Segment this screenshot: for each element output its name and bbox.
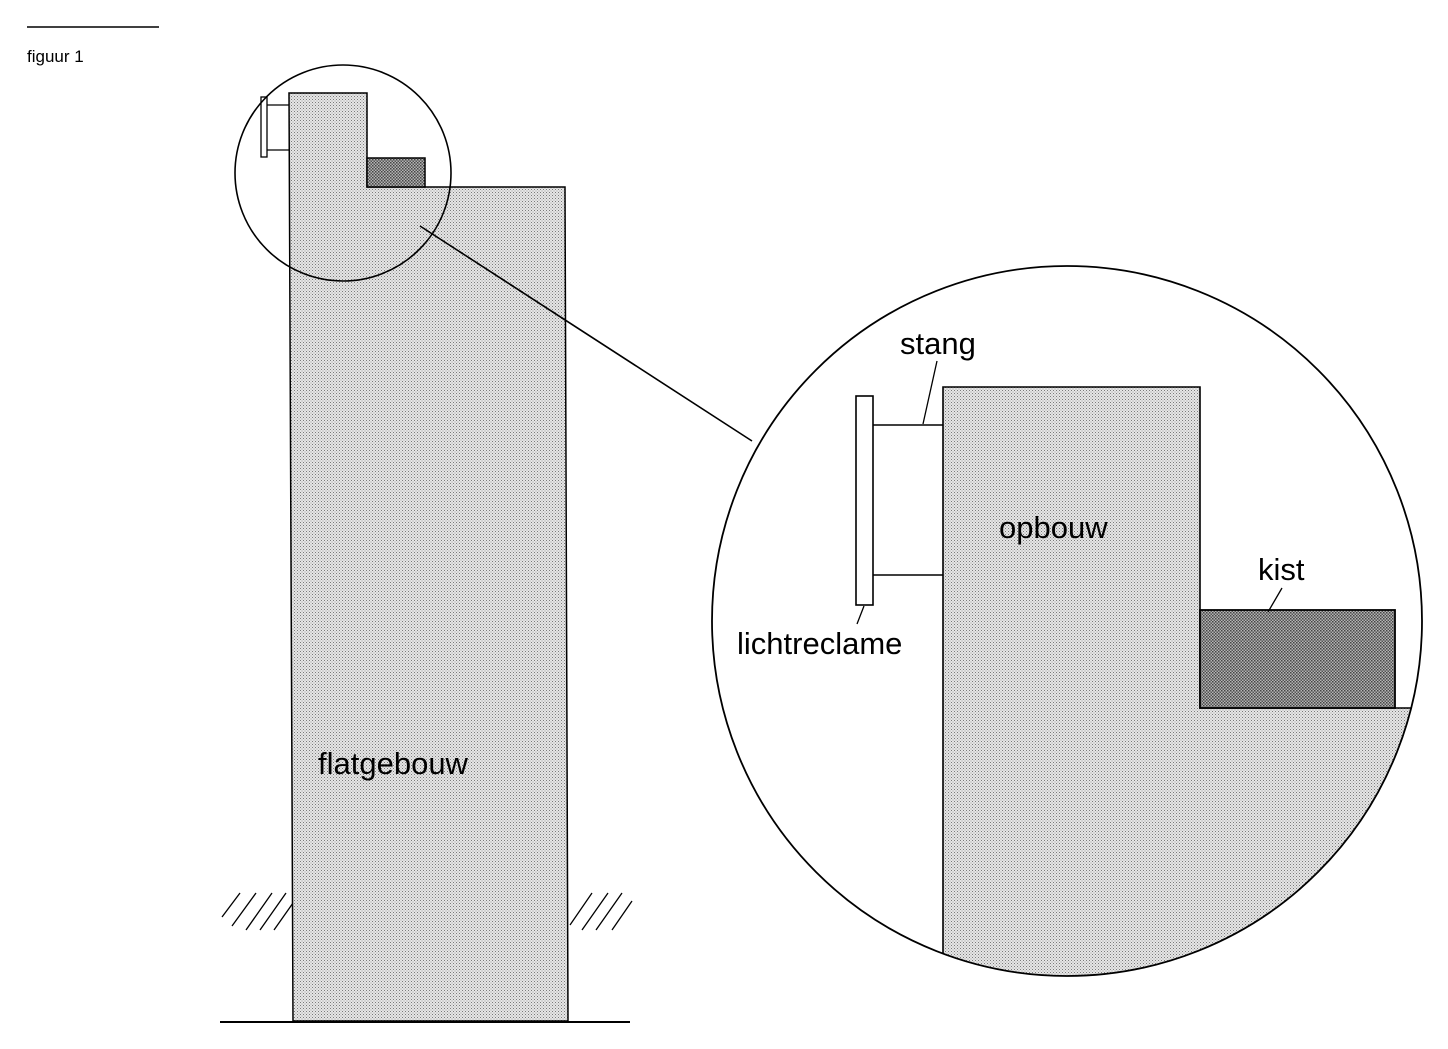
stang-leader (922, 360, 938, 425)
kist-large (1199, 609, 1396, 709)
ground-hatch-right (569, 892, 633, 931)
lichtreclame-leader (856, 605, 865, 625)
kist-leader (1267, 587, 1283, 613)
small-detail-circle (234, 64, 452, 282)
label-kist: kist (1258, 552, 1305, 587)
label-flatgebouw: flatgebouw (318, 746, 469, 781)
label-stang: stang (900, 326, 976, 361)
label-opbouw: opbouw (999, 510, 1108, 545)
figure-caption: figuur 1 (27, 47, 84, 66)
detail-view (712, 266, 1422, 976)
small-kist (366, 157, 426, 188)
small-lichtreclame (260, 96, 268, 158)
zoom-connector-line (419, 225, 753, 442)
ground-hatch-left (221, 892, 294, 931)
lichtreclame-sign (855, 395, 874, 606)
label-lichtreclame: lichtreclame (737, 626, 902, 661)
large-detail-circle (711, 265, 1423, 977)
